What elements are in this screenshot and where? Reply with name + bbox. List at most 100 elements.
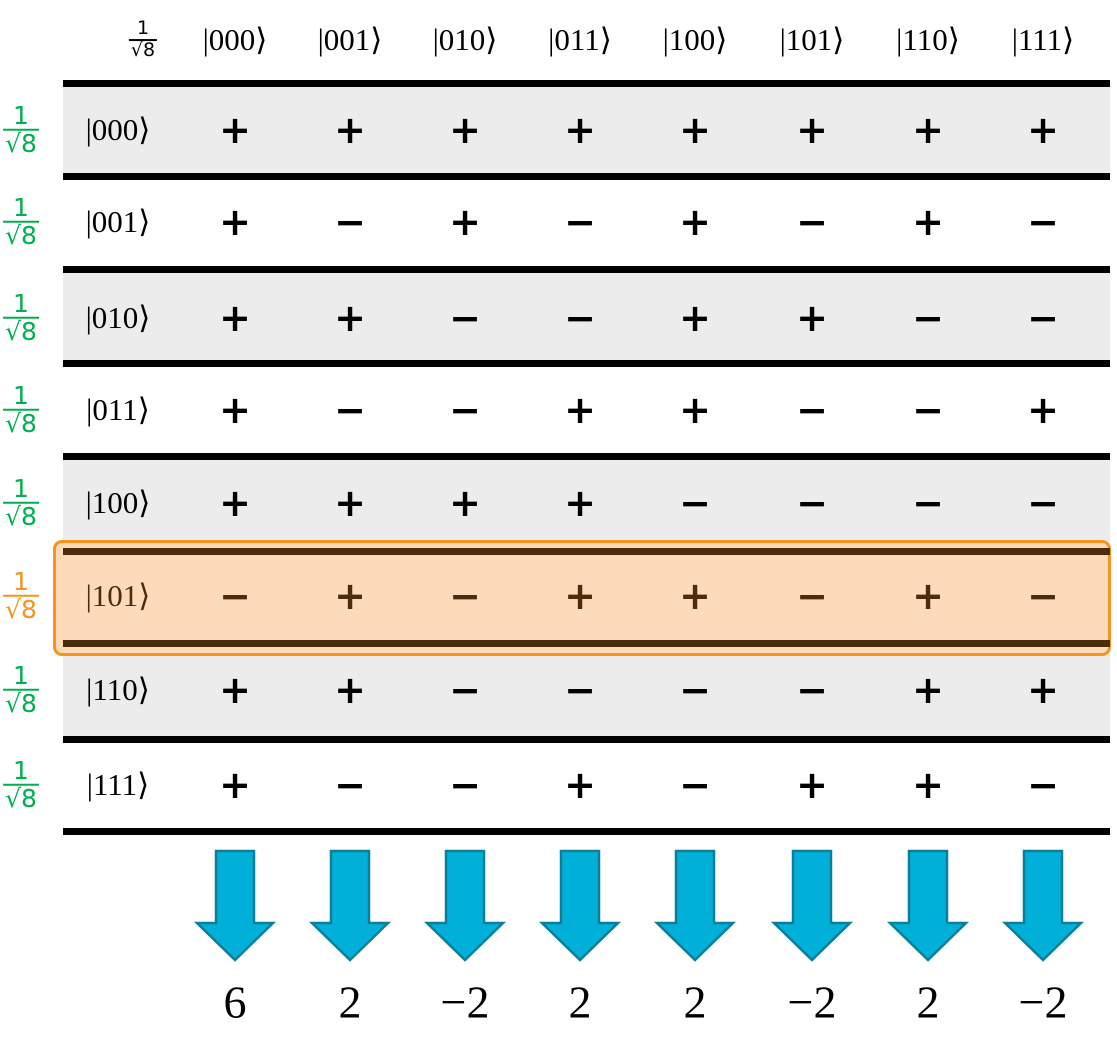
plus-sign: + bbox=[1027, 108, 1059, 152]
fraction-bar bbox=[3, 689, 39, 691]
minus-sign: − bbox=[449, 668, 481, 712]
row-coefficient: 1√8 bbox=[3, 473, 39, 531]
fraction-denominator: √8 bbox=[130, 39, 156, 61]
plus-sign: + bbox=[564, 763, 596, 807]
minus-sign: − bbox=[334, 388, 366, 432]
plus-sign: + bbox=[449, 200, 481, 244]
plus-sign: + bbox=[564, 481, 596, 525]
down-arrow-icon bbox=[308, 849, 392, 962]
plus-sign: + bbox=[449, 108, 481, 152]
plus-sign: + bbox=[449, 481, 481, 525]
down-arrow-icon bbox=[770, 849, 854, 962]
row-background bbox=[63, 367, 1110, 453]
minus-sign: − bbox=[796, 200, 828, 244]
down-arrow-icon bbox=[653, 849, 737, 962]
plus-sign: + bbox=[564, 108, 596, 152]
plus-sign: + bbox=[796, 108, 828, 152]
row-divider bbox=[63, 266, 1110, 273]
column-header: |111⟩ bbox=[1011, 22, 1075, 57]
plus-sign: + bbox=[912, 200, 944, 244]
plus-sign: + bbox=[679, 200, 711, 244]
column-header: |010⟩ bbox=[432, 22, 498, 57]
minus-sign: − bbox=[796, 574, 828, 618]
row-coefficient: 1√8 bbox=[3, 192, 39, 250]
down-arrow-icon bbox=[886, 849, 970, 962]
highlight-divider bbox=[63, 548, 1110, 555]
minus-sign: − bbox=[1027, 481, 1059, 525]
plus-sign: + bbox=[796, 763, 828, 807]
minus-sign: − bbox=[564, 668, 596, 712]
row-label: |100⟩ bbox=[85, 485, 151, 520]
column-sum: 2 bbox=[338, 976, 362, 1028]
minus-sign: − bbox=[219, 574, 251, 618]
plus-sign: + bbox=[912, 574, 944, 618]
fraction-numerator: 1 bbox=[13, 473, 29, 503]
header-normalization: 1√8 bbox=[128, 18, 158, 61]
fraction-bar bbox=[3, 409, 39, 411]
row-divider bbox=[63, 173, 1110, 180]
column-header: |001⟩ bbox=[317, 22, 383, 57]
plus-sign: + bbox=[334, 668, 366, 712]
column-header: |110⟩ bbox=[896, 22, 960, 57]
fraction-bar bbox=[128, 39, 158, 41]
column-sum: 2 bbox=[683, 976, 707, 1028]
minus-sign: − bbox=[912, 296, 944, 340]
column-sum: −2 bbox=[787, 976, 837, 1028]
minus-sign: − bbox=[1027, 574, 1059, 618]
minus-sign: − bbox=[334, 763, 366, 807]
column-sum: 6 bbox=[223, 976, 247, 1028]
row-coefficient: 1√8 bbox=[3, 100, 39, 158]
down-arrow-icon bbox=[423, 849, 507, 962]
row-coefficient: 1√8 bbox=[3, 662, 39, 718]
minus-sign: − bbox=[1027, 200, 1059, 244]
row-coefficient: 1√8 bbox=[3, 755, 39, 813]
fraction-denominator: √8 bbox=[5, 317, 37, 346]
row-label: |110⟩ bbox=[86, 672, 150, 707]
fraction-numerator: 1 bbox=[13, 566, 29, 596]
minus-sign: − bbox=[912, 481, 944, 525]
column-header: |100⟩ bbox=[662, 22, 728, 57]
row-coefficient: 1√8 bbox=[3, 290, 39, 346]
plus-sign: + bbox=[679, 296, 711, 340]
plus-sign: + bbox=[796, 296, 828, 340]
fraction-denominator: √8 bbox=[5, 409, 37, 438]
minus-sign: − bbox=[796, 668, 828, 712]
plus-sign: + bbox=[219, 108, 251, 152]
column-sum: 2 bbox=[916, 976, 940, 1028]
row-background bbox=[63, 645, 1110, 736]
row-coefficient: 1√8 bbox=[3, 380, 39, 438]
row-background bbox=[63, 180, 1110, 266]
fraction-numerator: 1 bbox=[13, 755, 29, 785]
minus-sign: − bbox=[449, 763, 481, 807]
minus-sign: − bbox=[449, 296, 481, 340]
column-header: |011⟩ bbox=[548, 22, 612, 57]
fraction-denominator: √8 bbox=[5, 221, 37, 250]
fraction-numerator: 1 bbox=[13, 100, 29, 130]
plus-sign: + bbox=[219, 481, 251, 525]
column-header: |000⟩ bbox=[202, 22, 268, 57]
minus-sign: − bbox=[796, 481, 828, 525]
plus-sign: + bbox=[334, 296, 366, 340]
minus-sign: − bbox=[1027, 296, 1059, 340]
row-background bbox=[63, 743, 1110, 828]
column-sum: −2 bbox=[1018, 976, 1068, 1028]
plus-sign: + bbox=[219, 296, 251, 340]
minus-sign: − bbox=[679, 481, 711, 525]
row-background bbox=[63, 87, 1110, 173]
minus-sign: − bbox=[564, 296, 596, 340]
highlight-row-box bbox=[53, 540, 1111, 656]
row-label: |000⟩ bbox=[85, 112, 151, 147]
highlight-divider bbox=[63, 640, 1110, 647]
row-label: |001⟩ bbox=[85, 204, 151, 239]
down-arrow-icon bbox=[1001, 849, 1085, 962]
fraction-numerator: 1 bbox=[13, 380, 29, 410]
plus-sign: + bbox=[334, 481, 366, 525]
fraction-denominator: √8 bbox=[5, 689, 37, 718]
row-divider bbox=[63, 80, 1110, 87]
minus-sign: − bbox=[796, 388, 828, 432]
row-divider bbox=[63, 360, 1110, 367]
minus-sign: − bbox=[449, 388, 481, 432]
fraction-numerator: 1 bbox=[13, 192, 29, 222]
plus-sign: + bbox=[219, 200, 251, 244]
row-divider bbox=[63, 828, 1110, 835]
